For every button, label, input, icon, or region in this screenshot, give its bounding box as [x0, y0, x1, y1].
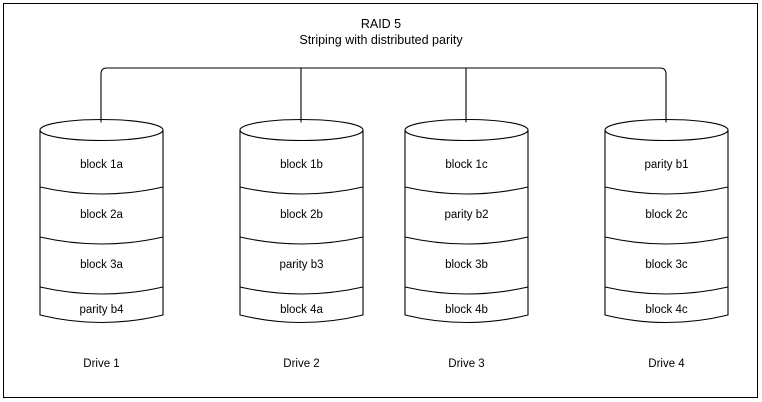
block-label: parity b3	[279, 259, 324, 271]
block-label: block 3a	[80, 259, 123, 271]
block-label: parity b4	[79, 304, 124, 316]
block-label: block 1c	[445, 159, 488, 171]
diagram-subtitle: Striping with distributed parity	[299, 33, 463, 47]
block-label: block 2a	[80, 209, 123, 221]
block-label: block 4c	[645, 304, 688, 316]
block-label: block 3c	[645, 259, 688, 271]
block-label: parity b1	[644, 159, 689, 171]
drive-cylinder-4	[604, 118, 729, 324]
diagram-border	[3, 3, 758, 398]
drive-cylinder-3	[404, 118, 529, 324]
connector-bracket	[100, 67, 667, 123]
block-label: block 2b	[280, 209, 323, 221]
block-label: block 4b	[445, 304, 488, 316]
drive-label-4: Drive 4	[648, 358, 685, 370]
diagram-title: RAID 5	[360, 17, 402, 31]
block-label: block 1b	[280, 159, 323, 171]
diagram-title-block: RAID 5 Striping with distributed parity	[0, 16, 762, 48]
block-label: block 1a	[80, 159, 123, 171]
block-label: block 4a	[280, 304, 323, 316]
drive-label-1: Drive 1	[83, 358, 120, 370]
drive-label-3: Drive 3	[448, 358, 485, 370]
block-label: parity b2	[444, 209, 489, 221]
drive-cylinder-2	[239, 118, 364, 324]
drive-label-2: Drive 2	[283, 358, 320, 370]
drive-cylinder-1	[39, 118, 164, 324]
block-label: block 2c	[645, 209, 688, 221]
block-label: block 3b	[445, 259, 488, 271]
